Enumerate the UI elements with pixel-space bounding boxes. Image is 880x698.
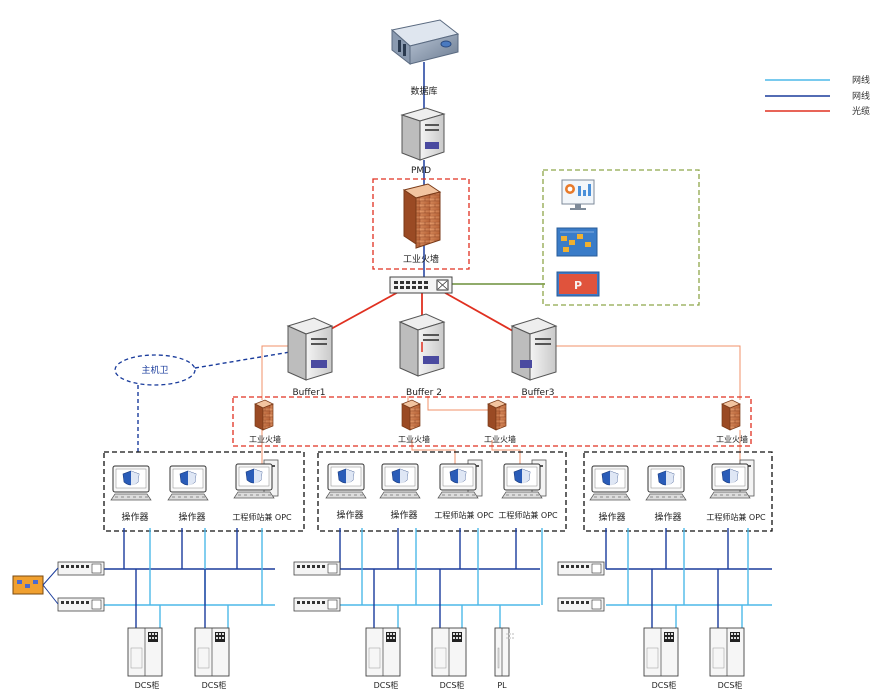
operator-workstation-icon-5 (379, 463, 421, 499)
main-firewall-icon (402, 183, 442, 249)
g2-station-label-3: 工程师站兼 OPC (434, 510, 494, 520)
buffer-server-2-icon (398, 313, 446, 377)
g3-cabinet-label-2: DCS柜 (718, 680, 743, 690)
small-firewall-label-2: 工业火墙 (398, 434, 430, 444)
plc-cabinet-g2-3-icon (494, 627, 514, 677)
legend-label-3: 光缆 (852, 105, 870, 117)
host-guard-label: 主机卫 (141, 364, 168, 376)
buffer-1-label: Buffer1 (292, 388, 325, 398)
host-guard-ellipse (114, 354, 196, 386)
small-firewall-icon-2 (401, 399, 421, 431)
buffer-server-1-icon (286, 317, 334, 381)
dashboard-monitor-icon (561, 179, 595, 210)
small-firewall-icon-3 (487, 399, 507, 431)
engineer-workstation-icon-10 (709, 459, 755, 499)
station-group-1-frame (103, 451, 305, 532)
small-firewall-label-3: 工业火墙 (484, 434, 516, 444)
dcs-cabinet-g1-1-icon (127, 627, 163, 677)
engineer-workstation-icon-7 (501, 459, 547, 499)
buffer-3-label: Buffer3 (521, 388, 554, 398)
switch-g3-bottom-icon (557, 597, 605, 612)
g1-station-label-2: 操作器 (178, 511, 205, 523)
g1-station-label-1: 操作器 (121, 511, 148, 523)
pmd-server-icon (400, 107, 446, 161)
dcs-cabinet-g3-2-icon (709, 627, 745, 677)
firewall-row-frame (232, 396, 752, 447)
engineer-workstation-icon-6 (437, 459, 483, 499)
g3-cabinet-label-1: DCS柜 (652, 680, 677, 690)
side-panel-frame (542, 169, 700, 306)
small-firewall-icon-1 (254, 399, 274, 431)
database-label: 数据库 (410, 85, 437, 97)
g2-station-label-1: 操作器 (336, 509, 363, 521)
g1-cabinet-label-1: DCS柜 (135, 680, 160, 690)
main-firewall-frame (372, 178, 470, 270)
g2-cabinet-label-3: PL (497, 681, 507, 690)
legend-label-2: 网线 (852, 90, 870, 102)
g3-station-label-1: 操作器 (598, 511, 625, 523)
small-firewall-label-1: 工业火墙 (249, 434, 281, 444)
small-firewall-icon-4 (721, 399, 741, 431)
main-firewall-label: 工业火墙 (403, 253, 439, 265)
operator-workstation-icon-1 (110, 465, 152, 501)
g2-station-label-4: 工程师站兼 OPC (498, 510, 558, 520)
dcs-cabinet-g2-1-icon (365, 627, 401, 677)
dcs-cabinet-g2-2-icon (431, 627, 467, 677)
switch-g2-top-icon (293, 561, 341, 576)
g2-cabinet-label-2: DCS柜 (440, 680, 465, 690)
database-rack-icon (390, 19, 460, 66)
station-group-2-frame (317, 451, 567, 532)
buffer-server-3-icon (510, 317, 558, 381)
legend: 网线 网线 光缆 (765, 74, 870, 117)
buffer-2-label: Buffer 2 (406, 388, 442, 398)
g3-station-label-2: 操作器 (654, 511, 681, 523)
switch-g1-bottom-icon (57, 597, 105, 612)
control-panel-icon (556, 227, 598, 257)
dcs-cabinet-g1-2-icon (194, 627, 230, 677)
g1-station-label-3: 工程师站兼 OPC (232, 512, 292, 522)
dcs-cabinet-g3-1-icon (643, 627, 679, 677)
pmd-label: PMD (411, 166, 431, 176)
operator-workstation-icon-9 (645, 465, 687, 501)
engineer-workstation-icon-3 (233, 459, 279, 499)
core-switch-icon (389, 276, 453, 294)
p-icon-letter: P (574, 279, 582, 292)
g3-station-label-3: 工程师站兼 OPC (706, 512, 766, 522)
legend-label-1: 网线 (852, 74, 870, 86)
left-controller-icon (12, 575, 44, 595)
g2-station-label-2: 操作器 (390, 509, 417, 521)
g2-cabinet-label-1: DCS柜 (374, 680, 399, 690)
p-application-icon: P (556, 271, 600, 297)
switch-g3-top-icon (557, 561, 605, 576)
g1-cabinet-label-2: DCS柜 (202, 680, 227, 690)
switch-g1-top-icon (57, 561, 105, 576)
operator-workstation-icon-2 (167, 465, 209, 501)
switch-g2-bottom-icon (293, 597, 341, 612)
small-firewall-label-4: 工业火墙 (716, 434, 748, 444)
operator-workstation-icon-4 (325, 463, 367, 499)
operator-workstation-icon-8 (589, 465, 631, 501)
station-group-3-frame (583, 451, 773, 532)
